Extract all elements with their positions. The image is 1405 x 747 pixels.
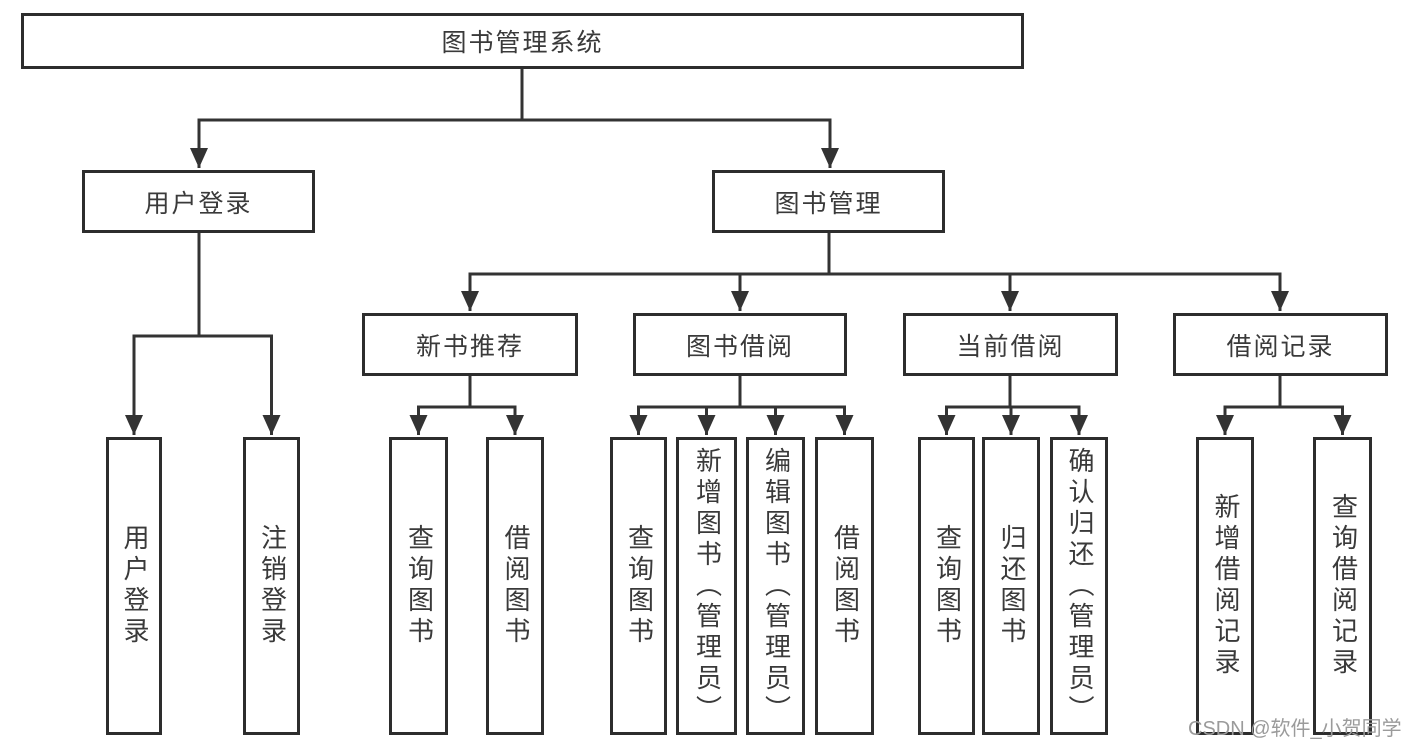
leaf-nb-borrow-books: 借阅图书 bbox=[486, 437, 544, 735]
leaf-label: 归还图书 bbox=[997, 524, 1026, 648]
leaf-br-query-record: 查询借阅记录 bbox=[1313, 437, 1372, 735]
leaf-bb-edit-books-admin: 编辑图书（管理员） bbox=[746, 437, 805, 735]
leaf-bb-borrow-books: 借阅图书 bbox=[815, 437, 874, 735]
node-library-management-system: 图书管理系统 bbox=[21, 13, 1024, 69]
node-label: 借阅记录 bbox=[1226, 333, 1335, 361]
node-current-borrow: 当前借阅 bbox=[903, 313, 1118, 376]
leaf-logout: 注销登录 bbox=[243, 437, 300, 735]
leaf-cb-return-books: 归还图书 bbox=[982, 437, 1040, 735]
node-user-login: 用户登录 bbox=[82, 170, 315, 233]
leaf-bb-add-books-admin: 新增图书（管理员） bbox=[676, 437, 737, 735]
node-label: 图书管理系统 bbox=[441, 30, 604, 57]
leaf-bb-query-books: 查询图书 bbox=[610, 437, 667, 735]
leaf-user-login: 用户登录 bbox=[106, 437, 162, 735]
leaf-label: 查询图书 bbox=[932, 524, 962, 648]
node-label: 新书推荐 bbox=[415, 333, 524, 361]
node-book-management: 图书管理 bbox=[712, 170, 945, 233]
node-label: 用户登录 bbox=[144, 190, 253, 218]
leaf-label: 注销登录 bbox=[257, 524, 287, 648]
node-new-book-recommend: 新书推荐 bbox=[362, 313, 578, 376]
leaf-label: 查询图书 bbox=[624, 524, 654, 648]
leaf-br-add-record: 新增借阅记录 bbox=[1196, 437, 1254, 735]
node-label: 图书管理 bbox=[774, 190, 883, 218]
node-borrow-records: 借阅记录 bbox=[1173, 313, 1388, 376]
leaf-nb-query-books: 查询图书 bbox=[389, 437, 448, 735]
leaf-label: 借阅图书 bbox=[830, 524, 860, 648]
leaf-label: 查询借阅记录 bbox=[1328, 493, 1358, 679]
leaf-cb-confirm-return-admin: 确认归还（管理员） bbox=[1050, 437, 1108, 735]
node-book-borrow: 图书借阅 bbox=[633, 313, 847, 376]
leaf-label: 用户登录 bbox=[120, 524, 149, 648]
leaf-label: 新增图书（管理员） bbox=[692, 446, 722, 726]
leaf-label: 借阅图书 bbox=[501, 524, 530, 648]
leaf-label: 编辑图书（管理员） bbox=[761, 446, 791, 726]
leaf-label: 确认归还（管理员） bbox=[1065, 446, 1094, 726]
node-label: 图书借阅 bbox=[685, 333, 794, 361]
node-label: 当前借阅 bbox=[956, 333, 1065, 361]
leaf-label: 查询图书 bbox=[404, 524, 434, 648]
watermark: CSDN @软件_小贺同学 bbox=[1188, 718, 1402, 740]
leaf-cb-query-books: 查询图书 bbox=[918, 437, 975, 735]
leaf-label: 新增借阅记录 bbox=[1211, 493, 1240, 679]
